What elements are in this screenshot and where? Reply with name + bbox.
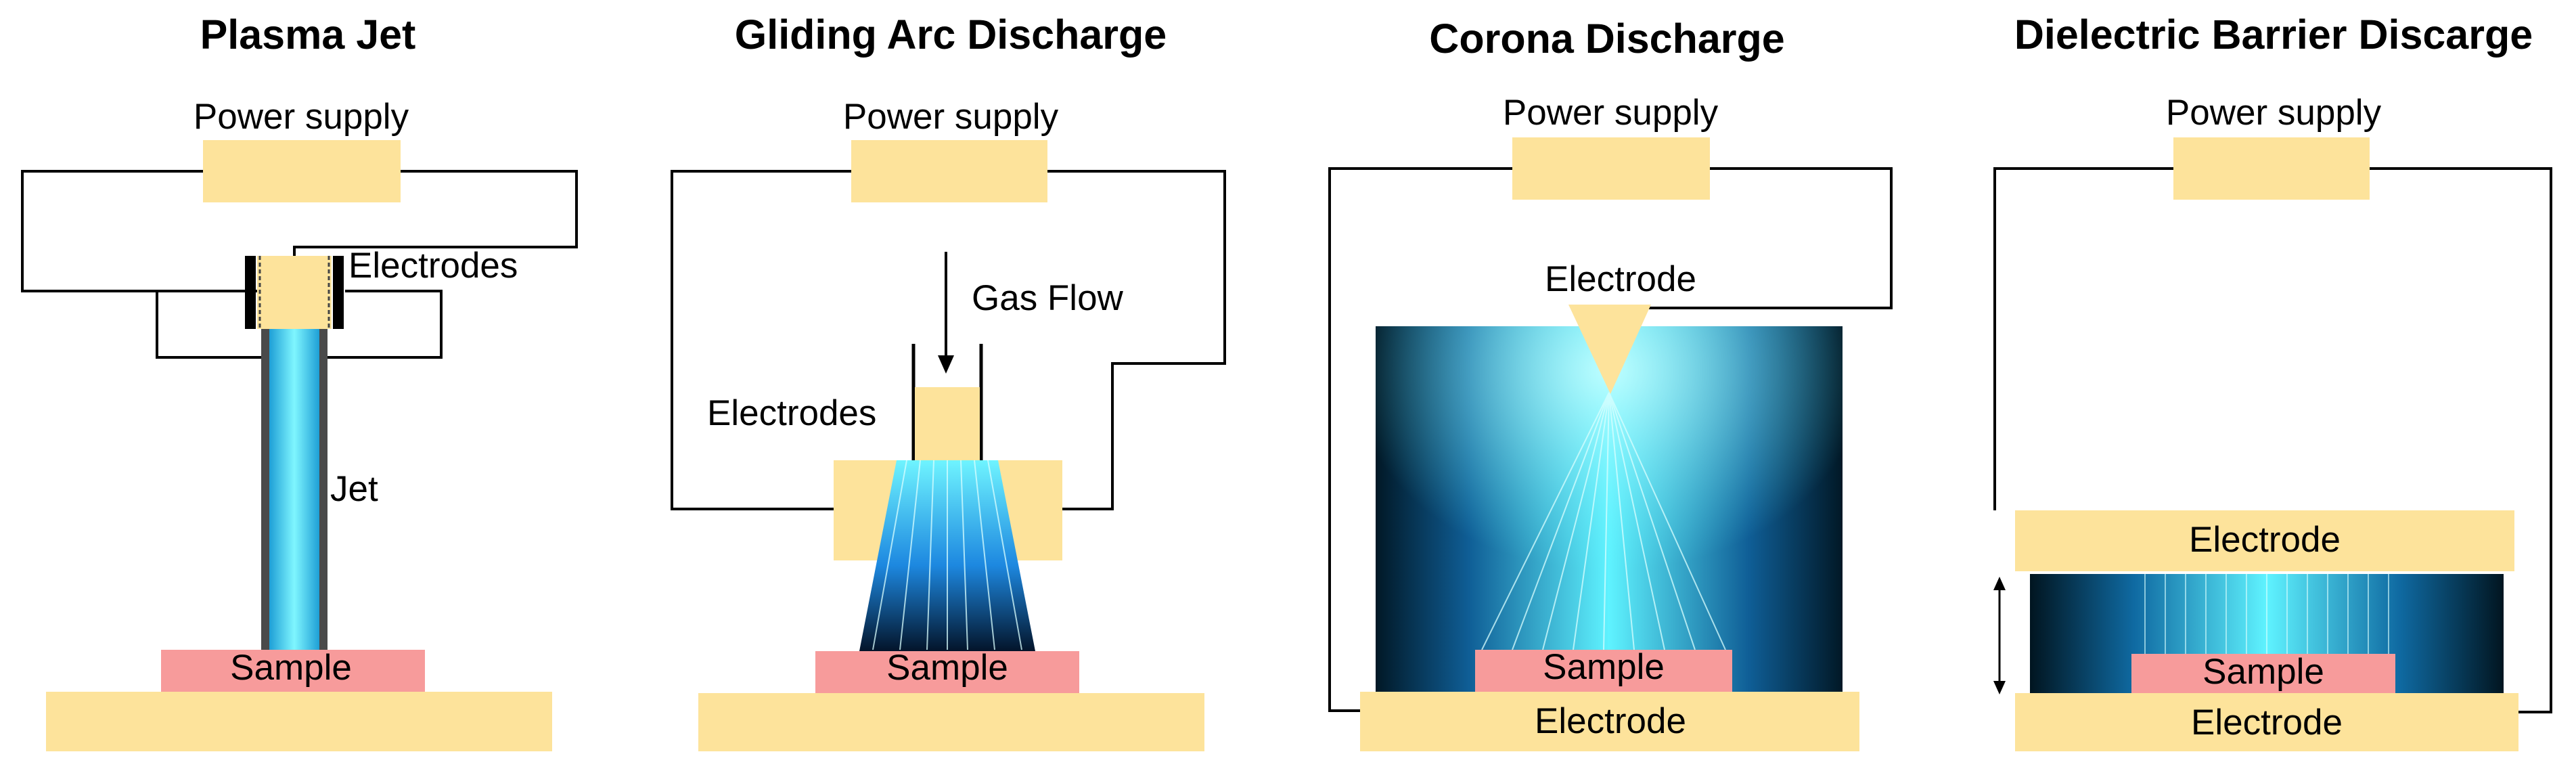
base-plate (698, 693, 1204, 751)
wire-left (1328, 167, 1512, 712)
arc-filaments (872, 460, 1022, 650)
power-supply-label: Power supply (2166, 93, 2382, 133)
panel-gliding-arc: Gliding Arc Discharge Power supply Gas F… (671, 12, 1226, 751)
sample-box (1475, 650, 1732, 692)
sample-label: Sample (2202, 652, 2324, 692)
power-supply-label: Power supply (194, 97, 409, 137)
bottom-electrode (2015, 693, 2518, 751)
panel-title: Corona Discharge (1429, 16, 1784, 62)
power-supply-label: Power supply (1503, 93, 1719, 133)
panel-dbd: Dielectric Barrier Discarge Power supply… (1993, 12, 2552, 751)
wire-left (1993, 167, 2173, 510)
sample-label: Sample (886, 648, 1008, 688)
wire-outer (21, 170, 257, 292)
gap-arrow-head-bottom (1993, 681, 2006, 694)
electrode-right (333, 256, 344, 329)
sample-box (2131, 654, 2395, 696)
electrode-left (245, 256, 256, 329)
power-supply-box (851, 140, 1047, 202)
wire-left (671, 170, 851, 510)
power-supply-box (2173, 137, 2370, 200)
gap-arrow-head-top (1993, 577, 2006, 590)
electrodes-label: Electrodes (707, 393, 876, 433)
wire-right (1047, 170, 1226, 510)
power-supply-box (1512, 137, 1710, 200)
sample-box (161, 650, 425, 692)
panel-title: Dielectric Barrier Discarge (2014, 12, 2533, 58)
electrode-bottom-label: Electrode (2191, 703, 2343, 743)
ground-electrode (1360, 692, 1859, 751)
wire-right (2370, 167, 2552, 713)
sample-label: Sample (1543, 647, 1665, 687)
needle-electrode (1568, 305, 1651, 394)
electrodes-label: Electrodes (348, 246, 518, 286)
panel-corona-discharge: Corona Discharge Power supply Electrode … (1328, 16, 1893, 751)
nozzle-box (915, 387, 980, 460)
wire-right (1627, 167, 1893, 309)
panel-plasma-jet: Plasma Jet Power supply Electrodes Jet S… (21, 12, 578, 751)
corona-streamers (1481, 392, 1726, 650)
electrode-top-label: Electrode (1545, 259, 1696, 299)
power-supply-label: Power supply (843, 97, 1059, 137)
jet-nozzle (257, 256, 332, 329)
top-electrode (2015, 510, 2514, 571)
jet-label: Jet (330, 469, 378, 509)
plasma-jet-glow (269, 329, 319, 650)
electrode-bottom-label: Electrode (1535, 701, 1686, 741)
power-supply-box (203, 140, 401, 202)
sample-box (815, 651, 1079, 693)
base-plate (46, 692, 552, 751)
gas-flow-arrow-head (938, 355, 954, 374)
sample-label: Sample (230, 648, 352, 688)
electrode-top-label: Electrode (2189, 520, 2341, 560)
panel-title: Plasma Jet (200, 12, 416, 58)
panel-title: Gliding Arc Discharge (735, 12, 1167, 58)
gas-flow-label: Gas Flow (972, 278, 1124, 318)
